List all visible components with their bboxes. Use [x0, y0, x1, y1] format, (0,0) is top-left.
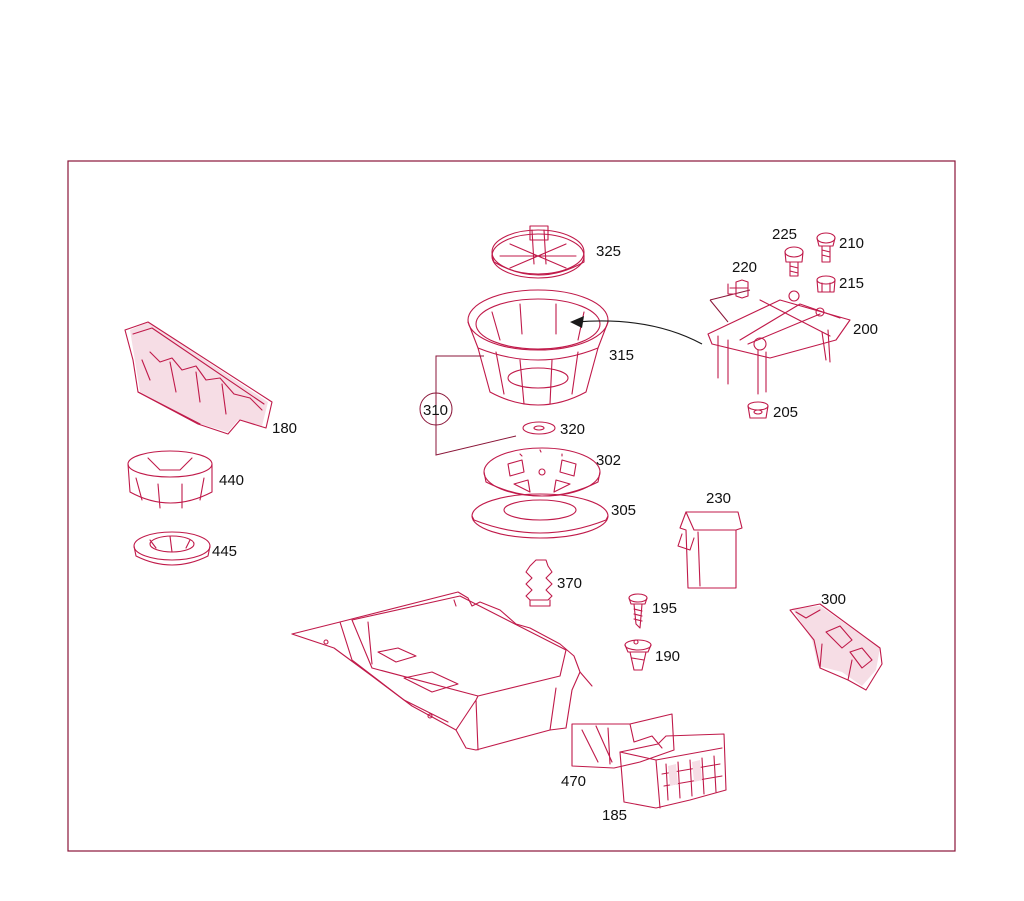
arrow-head	[570, 316, 584, 328]
part-220-bolt	[727, 279, 749, 299]
callout-220: 220	[732, 259, 757, 276]
part-370-threaded-bolt	[525, 559, 553, 607]
callout-470: 470	[561, 773, 586, 790]
part-302-disc-tray	[483, 447, 601, 497]
callout-195: 195	[652, 600, 677, 617]
callout-440: 440	[219, 472, 244, 489]
callout-300: 300	[821, 591, 846, 608]
callout-320: 320	[560, 421, 585, 438]
part-205-grommet	[747, 401, 769, 419]
part-200-mounting-bracket	[707, 289, 851, 395]
part-445-ring	[133, 531, 211, 566]
diagram-frame	[67, 160, 956, 852]
part-300-holder-bracket	[789, 603, 883, 691]
callout-215: 215	[839, 275, 864, 292]
callout-190: 190	[655, 648, 680, 665]
part-440-foam-insert	[127, 450, 213, 509]
callout-180: 180	[272, 420, 297, 437]
callout-200: 200	[853, 321, 878, 338]
part-225-bolt	[784, 246, 804, 277]
callout-302: 302	[596, 452, 621, 469]
part-180-foam-tray	[124, 321, 273, 435]
part-195-screw	[628, 593, 648, 629]
callout-230: 230	[706, 490, 731, 507]
callout-310: 310	[423, 402, 448, 419]
direction-arrow	[575, 320, 703, 345]
part-185-grid-container	[619, 733, 727, 809]
callout-225: 225	[772, 226, 797, 243]
callout-315: 315	[609, 347, 634, 364]
part-325-lid	[491, 225, 585, 279]
part-305-base-plate	[471, 493, 609, 539]
callout-305: 305	[611, 502, 636, 519]
callout-210: 210	[839, 235, 864, 252]
part-230-storage-box	[677, 511, 743, 589]
part-315-storage-bin	[467, 289, 609, 406]
part-215-nut	[816, 275, 836, 293]
part-210-screw	[816, 232, 836, 263]
callout-205: 205	[773, 404, 798, 421]
part-470-side-panel	[571, 713, 675, 769]
callout-325: 325	[596, 243, 621, 260]
part-trunk-floor-tub	[291, 591, 593, 751]
part-190-clip	[624, 639, 652, 671]
callout-310-bracket	[419, 355, 517, 456]
callout-445: 445	[212, 543, 237, 560]
callout-370: 370	[557, 575, 582, 592]
part-320-washer	[522, 421, 556, 435]
callout-185: 185	[602, 807, 627, 824]
